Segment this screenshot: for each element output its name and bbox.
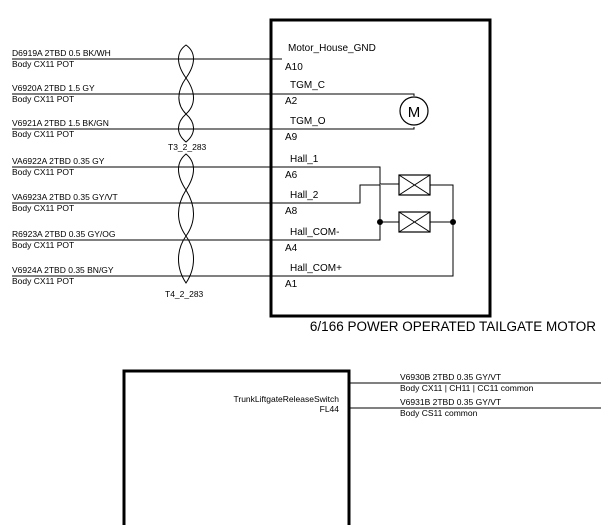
wire-location: Body CX11 POT	[12, 167, 74, 177]
signal-name: Hall_COM+	[290, 263, 342, 274]
component-title: 6/166 POWER OPERATED TAILGATE MOTOR	[310, 319, 596, 334]
wire-location: Body CX11 POT	[12, 129, 74, 139]
twisted-pair-loop-t3	[178, 44, 194, 143]
wire-location: Body CS11 common	[400, 408, 478, 418]
junction-dot	[377, 219, 383, 225]
wire-location: Body CX11 POT	[12, 94, 74, 104]
pin-label: A8	[285, 206, 298, 217]
wire-code: V6921A 2TBD 1.5 BK/GN	[12, 118, 109, 128]
switch-name: TrunkLiftgateReleaseSwitch	[233, 394, 339, 404]
pin-label: A10	[285, 62, 303, 73]
wire-location: Body CX11 POT	[12, 59, 74, 69]
switch-pin: FL44	[320, 404, 340, 414]
hall-sensor-circuit	[282, 166, 456, 277]
pin-label: A6	[285, 170, 298, 181]
signal-name: TGM_O	[290, 116, 326, 127]
switch-connector-box	[122, 369, 351, 525]
wire-location: Body CX11 POT	[12, 276, 74, 286]
pin-label: A4	[285, 243, 298, 254]
junction-dot	[450, 219, 456, 225]
twisted-pair-loop-t4	[178, 153, 194, 284]
wire-code: R6923A 2TBD 0.35 GY/OG	[12, 229, 115, 239]
wire-row-a2: V6920A 2TBD 1.5 GY Body CX11 POT	[12, 83, 282, 104]
signal-name: Hall_COM-	[290, 227, 339, 238]
motor-connector-box	[269, 18, 492, 318]
wire-code: V6924A 2TBD 0.35 BN/GY	[12, 265, 114, 275]
switch-wire-1: V6930B 2TBD 0.35 GY/VT Body CX11 | CH11 …	[349, 372, 601, 393]
wire-location: Body CX11 POT	[12, 203, 74, 213]
pin-label: A2	[285, 96, 298, 107]
wire-location: Body CX11 | CH11 | CC11 common	[400, 383, 534, 393]
wire-code: V6930B 2TBD 0.35 GY/VT	[400, 372, 501, 382]
wire-row-a9: V6921A 2TBD 1.5 BK/GN Body CX11 POT	[12, 118, 282, 139]
twisted-pair-label: T3_2_283	[168, 142, 207, 152]
signal-name: Hall_2	[290, 190, 319, 201]
wire-code: V6920A 2TBD 1.5 GY	[12, 83, 95, 93]
motor-letter: M	[408, 104, 421, 121]
wire-code: VA6923A 2TBD 0.35 GY/VT	[12, 192, 118, 202]
wire-row-a8: VA6923A 2TBD 0.35 GY/VT Body CX11 POT	[12, 192, 282, 213]
wire-code: V6931B 2TBD 0.35 GY/VT	[400, 397, 501, 407]
twisted-pair-label: T4_2_283	[165, 289, 204, 299]
wire-code: D6919A 2TBD 0.5 BK/WH	[12, 48, 111, 58]
pin-label: A1	[285, 279, 298, 290]
motor-symbol: M	[282, 93, 429, 130]
signal-name: TGM_C	[290, 80, 325, 91]
wire-row-a1: V6924A 2TBD 0.35 BN/GY Body CX11 POT	[12, 265, 282, 286]
pin-label: A9	[285, 132, 298, 143]
wire-code: VA6922A 2TBD 0.35 GY	[12, 156, 105, 166]
wire-row-a4: R6923A 2TBD 0.35 GY/OG Body CX11 POT	[12, 229, 282, 250]
motor-icon	[399, 96, 429, 126]
signal-name: Motor_House_GND	[288, 43, 376, 54]
wire-row-a10: D6919A 2TBD 0.5 BK/WH Body CX11 POT	[12, 48, 282, 69]
switch-wire-2: V6931B 2TBD 0.35 GY/VT Body CS11 common	[349, 397, 601, 418]
wire-row-a6: VA6922A 2TBD 0.35 GY Body CX11 POT	[12, 156, 282, 177]
wire-location: Body CX11 POT	[12, 240, 74, 250]
signal-name: Hall_1	[290, 154, 319, 165]
